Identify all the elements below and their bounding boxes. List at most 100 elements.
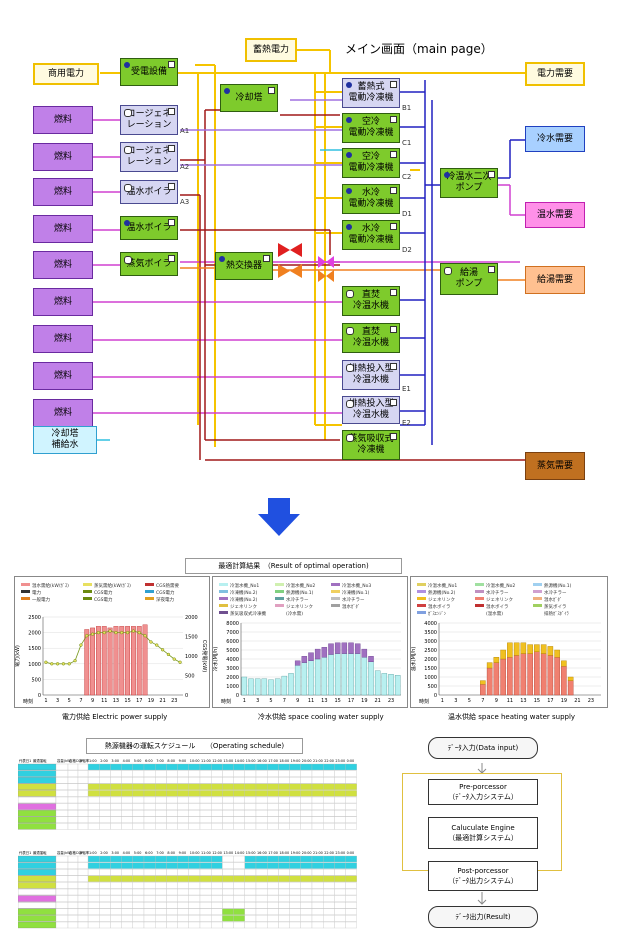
fuel-source[interactable]: 燃料 (33, 288, 93, 316)
schedule-cell (267, 862, 279, 869)
schedule-cell (278, 908, 290, 915)
bar (374, 670, 381, 696)
schedule-cell (311, 763, 324, 771)
schedule-cell (166, 902, 178, 909)
legend-swatch (83, 590, 92, 593)
cooling-water-supply-source[interactable]: 冷却塔 補給水 (33, 426, 97, 454)
schedule-cell (233, 869, 245, 876)
fuel-source[interactable]: 燃料 (33, 178, 93, 206)
schedule-cell (99, 783, 111, 790)
schedule-cell (267, 763, 279, 771)
steam-boiler[interactable]: 蒸気ボイラ (120, 252, 178, 276)
schedule-cell (188, 803, 201, 810)
fuel-source[interactable]: 燃料 (33, 143, 93, 171)
bar (567, 676, 574, 681)
receiving-equipment[interactable]: 受電設備 (120, 58, 178, 86)
legend-swatch (219, 583, 228, 586)
tag-label: B1 (402, 104, 412, 112)
legend-label: (冷水需) (286, 610, 303, 617)
water-cooled-chiller-2[interactable]: 水冷 電動冷凍機 (342, 220, 400, 250)
hot-supply-pump[interactable]: 給湯 ポンプ (440, 263, 498, 295)
x-axis-label: 時刻 (419, 698, 429, 705)
schedule-cell (155, 823, 167, 830)
fuel-source[interactable]: 燃料 (33, 399, 93, 427)
y-tick-label: 3000 (226, 666, 239, 672)
schedule-cell (188, 862, 201, 869)
schedule-cell (300, 915, 313, 922)
post-processor-step[interactable]: Post-porcessor （ﾃﾞｰﾀ出力システム） (428, 861, 538, 891)
schedule-cell (99, 882, 111, 889)
schedule-cell (311, 915, 324, 922)
direct-fired-chiller-1[interactable]: 直焚 冷温水機 (342, 286, 400, 316)
schedule-cell (211, 790, 223, 797)
hot-water-demand[interactable]: 温水需要 (525, 202, 585, 228)
cooling-tower[interactable]: 冷却塔 (220, 84, 278, 112)
fuel-source[interactable]: 燃料 (33, 251, 93, 279)
data-point (160, 648, 165, 652)
fuel-source[interactable]: 燃料 (33, 362, 93, 390)
exhaust-heat-chiller-1[interactable]: 排熱投入型 冷温水機 (342, 360, 400, 390)
y2-tick-label: 500 (185, 674, 195, 680)
pre-processor-step[interactable]: Pre-porcessor （ﾃﾞｰﾀ入力システム） (428, 779, 538, 805)
schedule-cell (155, 803, 167, 810)
bar (314, 658, 321, 696)
schedule-cell (289, 770, 301, 777)
direct-fired-chiller-2[interactable]: 直焚 冷温水機 (342, 323, 400, 353)
cogeneration-unit-2[interactable]: コージェネ レーション (120, 142, 178, 172)
schedule-row-label (18, 862, 57, 869)
schedule-cell (166, 921, 178, 929)
schedule-cell (110, 882, 122, 889)
schedule-cell (55, 882, 69, 889)
schedule-cell (132, 902, 145, 909)
water-cooled-chiller-1[interactable]: 水冷 電動冷凍機 (342, 184, 400, 214)
schedule-cell (211, 803, 223, 810)
legend-label: 一般電力 (32, 596, 50, 603)
schedule-cell (143, 895, 156, 902)
air-cooled-chiller-1[interactable]: 空冷 電動冷凍機 (342, 113, 400, 143)
secondary-pump[interactable]: 冷温水二次 ポンプ (440, 168, 498, 198)
schedule-cell (323, 810, 335, 817)
commercial-power-source[interactable]: 商用電力 (33, 63, 99, 85)
power-demand[interactable]: 電力需要 (525, 62, 585, 86)
schedule-header: 代表日1 (19, 850, 31, 855)
cold-water-demand[interactable]: 冷水需要 (525, 126, 585, 152)
air-cooled-chiller-2[interactable]: 空冷 電動冷凍機 (342, 148, 400, 178)
legend-swatch (475, 611, 484, 614)
schedule-cell (345, 862, 357, 869)
exhaust-heat-chiller-2[interactable]: 排熱投入型 冷温水機 (342, 396, 400, 424)
legend-label: 電力 (32, 589, 41, 596)
storage-electric-chiller[interactable]: 蓄熱式 電動冷凍機 (342, 78, 400, 108)
schedule-cell (55, 777, 69, 784)
steam-demand[interactable]: 蒸気需要 (525, 452, 585, 480)
legend-swatch (331, 597, 340, 600)
bar (361, 648, 368, 658)
schedule-cell (110, 816, 122, 823)
schedule-cell (278, 790, 290, 797)
bar (554, 656, 560, 696)
schedule-cell (166, 862, 178, 869)
schedule-cell (166, 882, 178, 889)
tag-label: E2 (402, 419, 411, 427)
heat-exchanger[interactable]: 熱交換器 (215, 252, 273, 280)
fuel-source[interactable]: 燃料 (33, 106, 93, 134)
cogeneration-unit-1[interactable]: コージェネ レーション (120, 105, 178, 135)
schedule-row-label (18, 796, 57, 804)
schedule-cell (300, 875, 313, 882)
schedule-cell (166, 895, 178, 902)
schedule-cell (244, 763, 257, 771)
data-output-step[interactable]: ﾃﾞｰﾀ出力(Result) (428, 906, 538, 928)
schedule-cell (177, 882, 189, 889)
hot-supply-demand[interactable]: 給湯需要 (525, 266, 585, 294)
steam-absorption-chiller[interactable]: 蒸気吸収式 冷凍機 (342, 430, 400, 460)
data-input-step[interactable]: ﾃﾞｰﾀ入力(Data input) (428, 737, 538, 759)
hot-water-boiler-1[interactable]: 温水ボイラ (120, 180, 178, 204)
schedule-cell (77, 915, 89, 922)
schedule-cell (311, 888, 324, 896)
fuel-source[interactable]: 燃料 (33, 215, 93, 243)
fuel-source[interactable]: 燃料 (33, 325, 93, 353)
hot-water-boiler-2[interactable]: 温水ボイラ (120, 216, 178, 240)
schedule-cell (188, 770, 201, 777)
calculate-engine-step[interactable]: Caluculate Engine （最適計算システム） (428, 817, 538, 849)
stored-heat-power-source[interactable]: 蓄熱電力 (245, 38, 297, 62)
schedule-cell (99, 888, 111, 896)
